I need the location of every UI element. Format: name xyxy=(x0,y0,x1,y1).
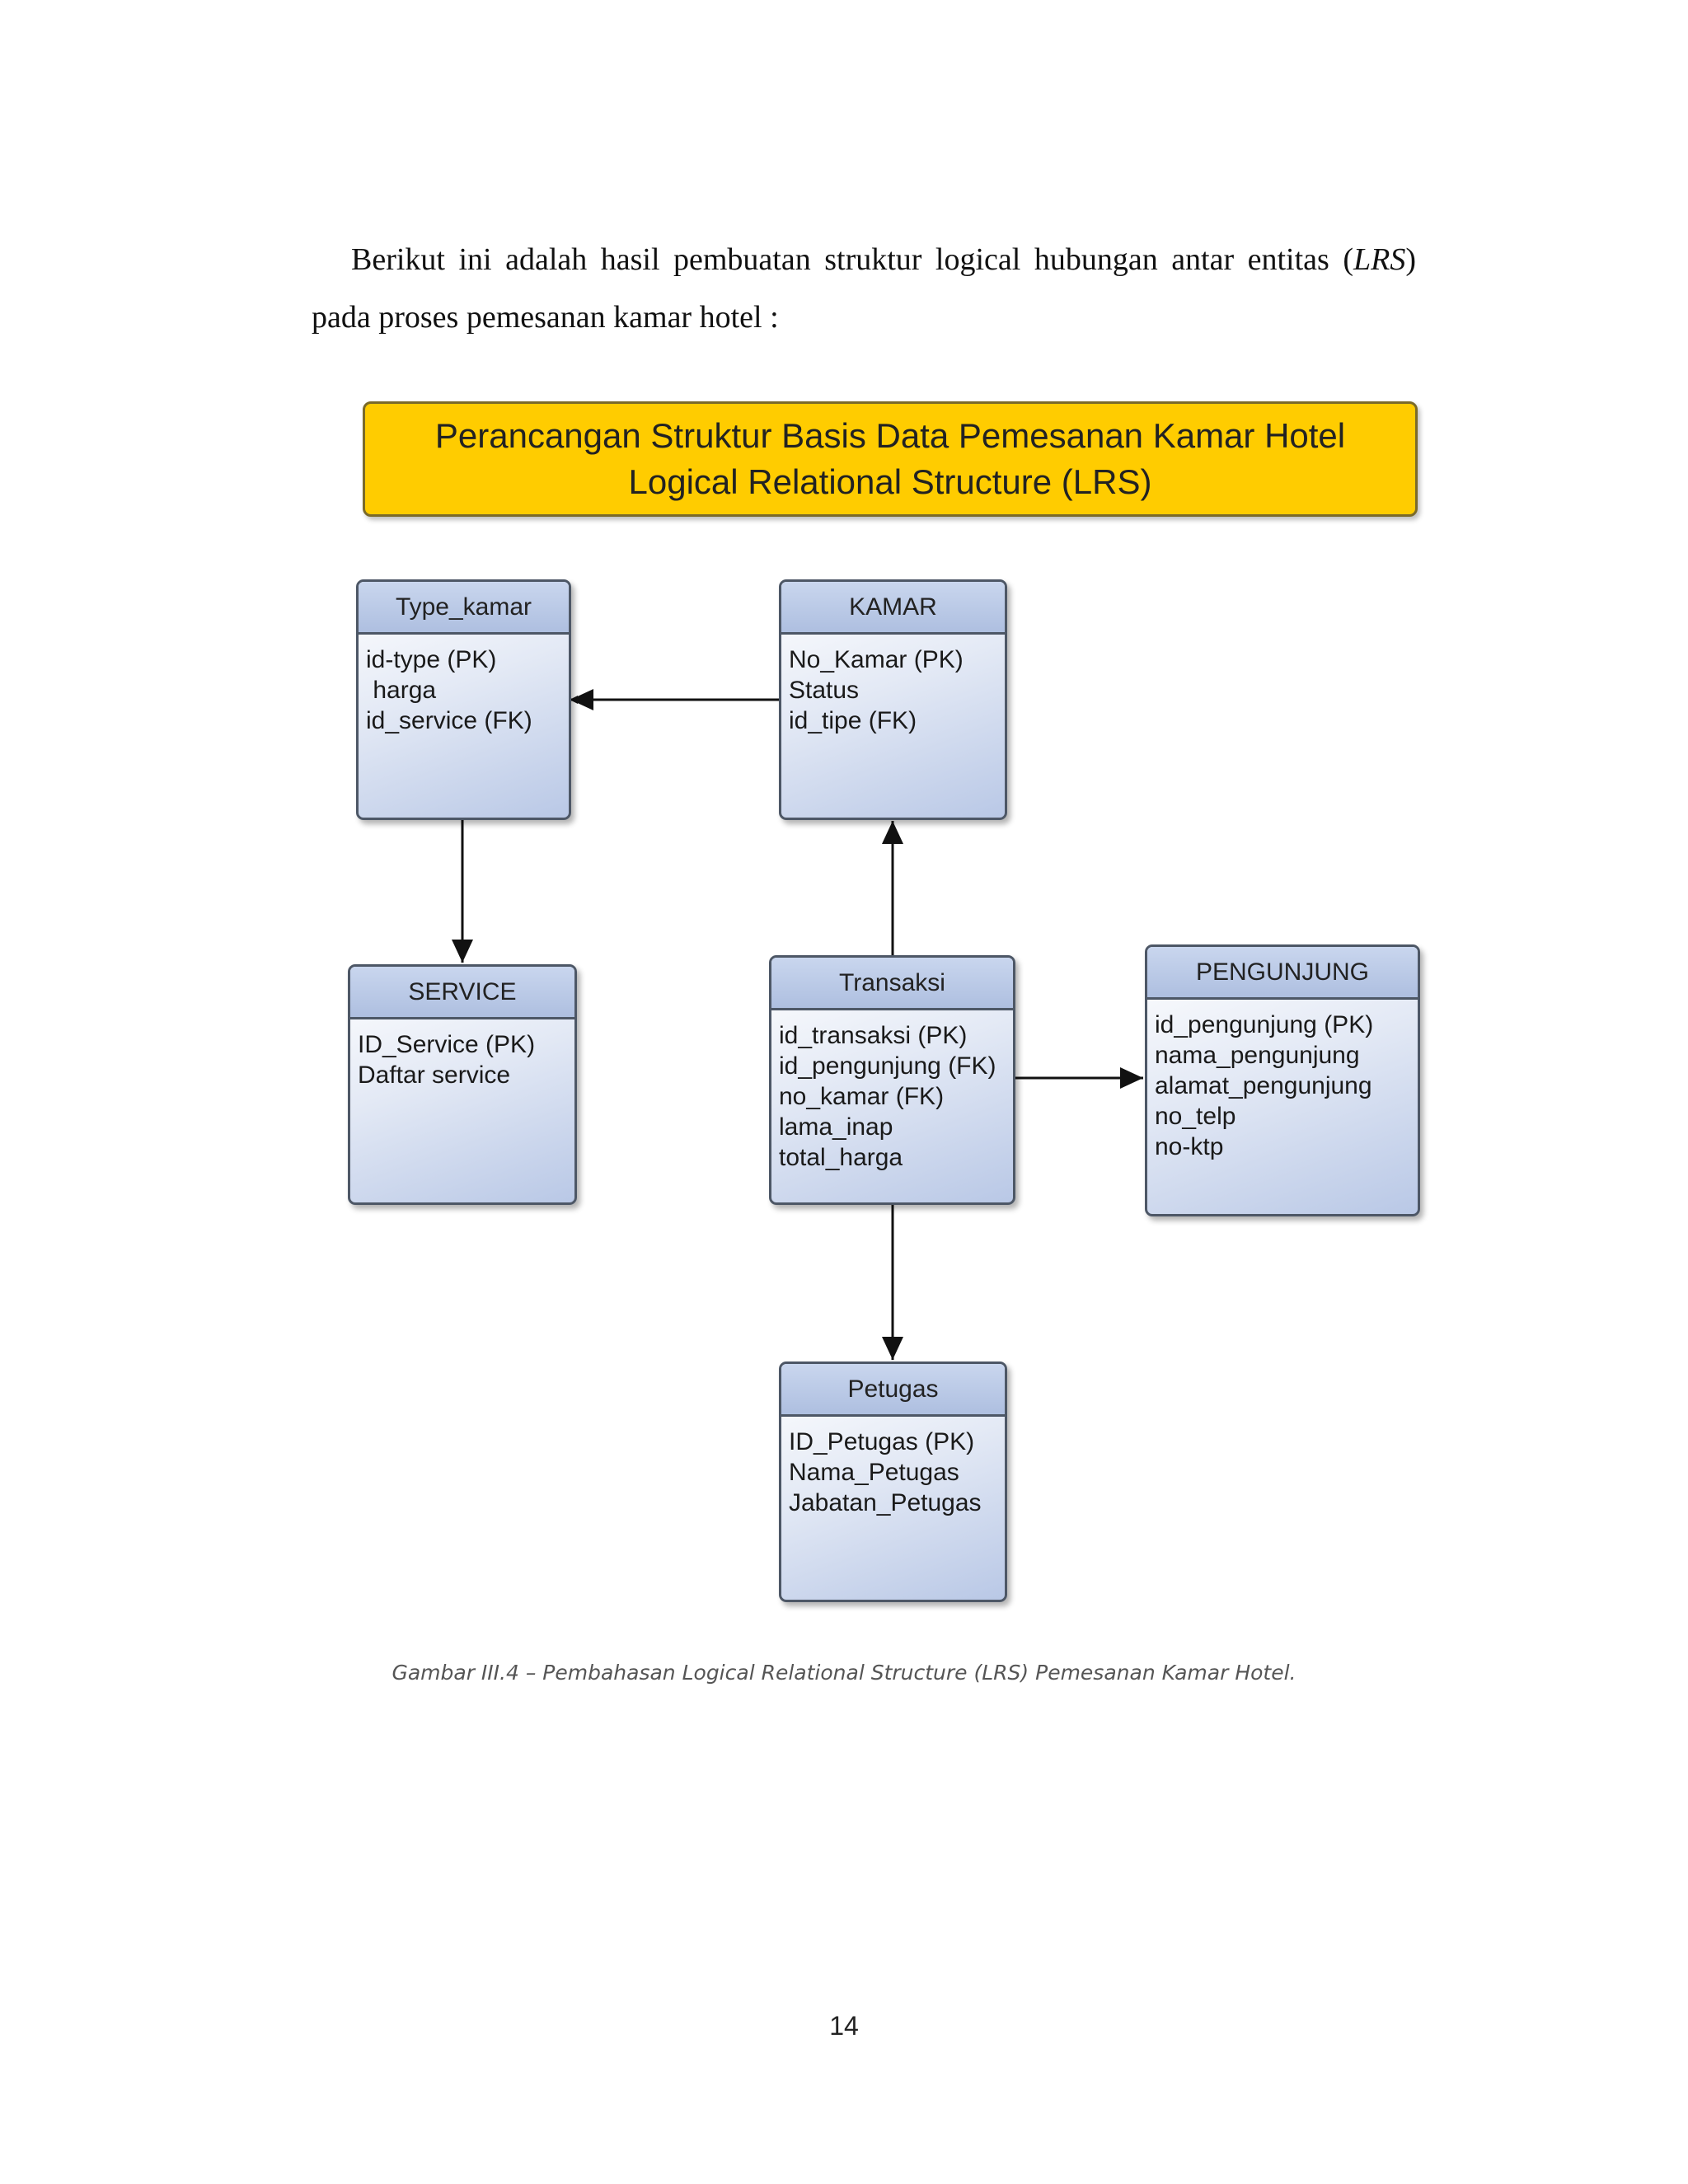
attribute: no_kamar (FK) xyxy=(779,1083,945,1110)
attribute: Jabatan_Petugas xyxy=(789,1489,982,1516)
entity-service: SERVICE ID_Service (PK) Daftar service xyxy=(348,964,577,1205)
attribute: Status xyxy=(789,677,860,704)
attribute: id_pengunjung (PK) xyxy=(1155,1011,1374,1038)
attribute: alamat_pengunjung xyxy=(1155,1072,1372,1099)
entity-petugas: Petugas ID_Petugas (PK) Nama_Petugas Jab… xyxy=(779,1361,1007,1602)
entity-title: Transaksi xyxy=(771,958,1013,1010)
entity-title: Petugas xyxy=(781,1364,1005,1417)
entity-transaksi: Transaksi id_transaksi (PK) id_pengunjun… xyxy=(769,955,1015,1205)
intro-line-2: pada proses pemesanan kamar hotel : xyxy=(312,300,779,335)
entity-title: SERVICE xyxy=(350,967,574,1019)
banner-title-line-2: Logical Relational Structure (LRS) xyxy=(628,462,1152,501)
entity-title: KAMAR xyxy=(781,582,1005,635)
banner-title-line-1: Perancangan Struktur Basis Data Pemesana… xyxy=(434,416,1346,455)
entity-attributes: ID_Service (PK) Daftar service xyxy=(350,1019,574,1090)
page-number: 14 xyxy=(829,2011,859,2041)
entity-kamar: KAMAR No_Kamar (PK) Status id_tipe (FK) xyxy=(779,579,1007,820)
attribute: total_harga xyxy=(779,1144,903,1171)
entity-type-kamar: Type_kamar id-type (PK) harga id_service… xyxy=(356,579,571,820)
intro-paragraph: Berikut ini adalah hasil pembuatan struk… xyxy=(312,231,1416,346)
attribute: id_service (FK) xyxy=(366,707,532,734)
attribute: nama_pengunjung xyxy=(1155,1042,1360,1069)
attribute: lama_inap xyxy=(779,1113,893,1141)
attribute: Daftar service xyxy=(358,1062,511,1089)
attribute: no_telp xyxy=(1155,1103,1236,1130)
entity-attributes: id-type (PK) harga id_service (FK) xyxy=(359,635,569,736)
attribute: No_Kamar (PK) xyxy=(789,646,964,673)
entity-attributes: No_Kamar (PK) Status id_tipe (FK) xyxy=(781,635,1005,736)
arrowhead-service xyxy=(452,940,473,963)
entity-pengunjung: PENGUNJUNG id_pengunjung (PK) nama_pengu… xyxy=(1145,944,1420,1216)
diagram-title-banner: Perancangan Struktur Basis Data Pemesana… xyxy=(363,401,1418,517)
entity-title: PENGUNJUNG xyxy=(1147,947,1418,1000)
entity-attributes: id_transaksi (PK) id_pengunjung (FK) no_… xyxy=(771,1010,1013,1173)
arrowhead-petugas xyxy=(882,1337,903,1360)
attribute: ID_Service (PK) xyxy=(358,1031,536,1058)
entity-attributes: id_pengunjung (PK) nama_pengunjung alama… xyxy=(1147,1000,1418,1162)
attribute: harga xyxy=(366,677,437,704)
attribute: ID_Petugas (PK) xyxy=(789,1428,975,1455)
entity-title: Type_kamar xyxy=(359,582,569,635)
attribute: id_tipe (FK) xyxy=(789,707,917,734)
entity-attributes: ID_Petugas (PK) Nama_Petugas Jabatan_Pet… xyxy=(781,1417,1005,1518)
arrowhead-type-kamar xyxy=(570,689,593,710)
attribute: no-ktp xyxy=(1155,1133,1224,1160)
arrowhead-pengunjung xyxy=(1120,1067,1143,1089)
attribute: id_transaksi (PK) xyxy=(779,1022,968,1049)
attribute: id_pengunjung (FK) xyxy=(779,1052,996,1080)
attribute: Nama_Petugas xyxy=(789,1459,959,1486)
figure-caption: Gambar III.4 – Pembahasan Logical Relati… xyxy=(392,1661,1296,1685)
attribute: id-type (PK) xyxy=(366,646,497,673)
intro-line-1: Berikut ini adalah hasil pembuatan struk… xyxy=(351,242,1416,277)
arrowhead-kamar xyxy=(882,821,903,844)
